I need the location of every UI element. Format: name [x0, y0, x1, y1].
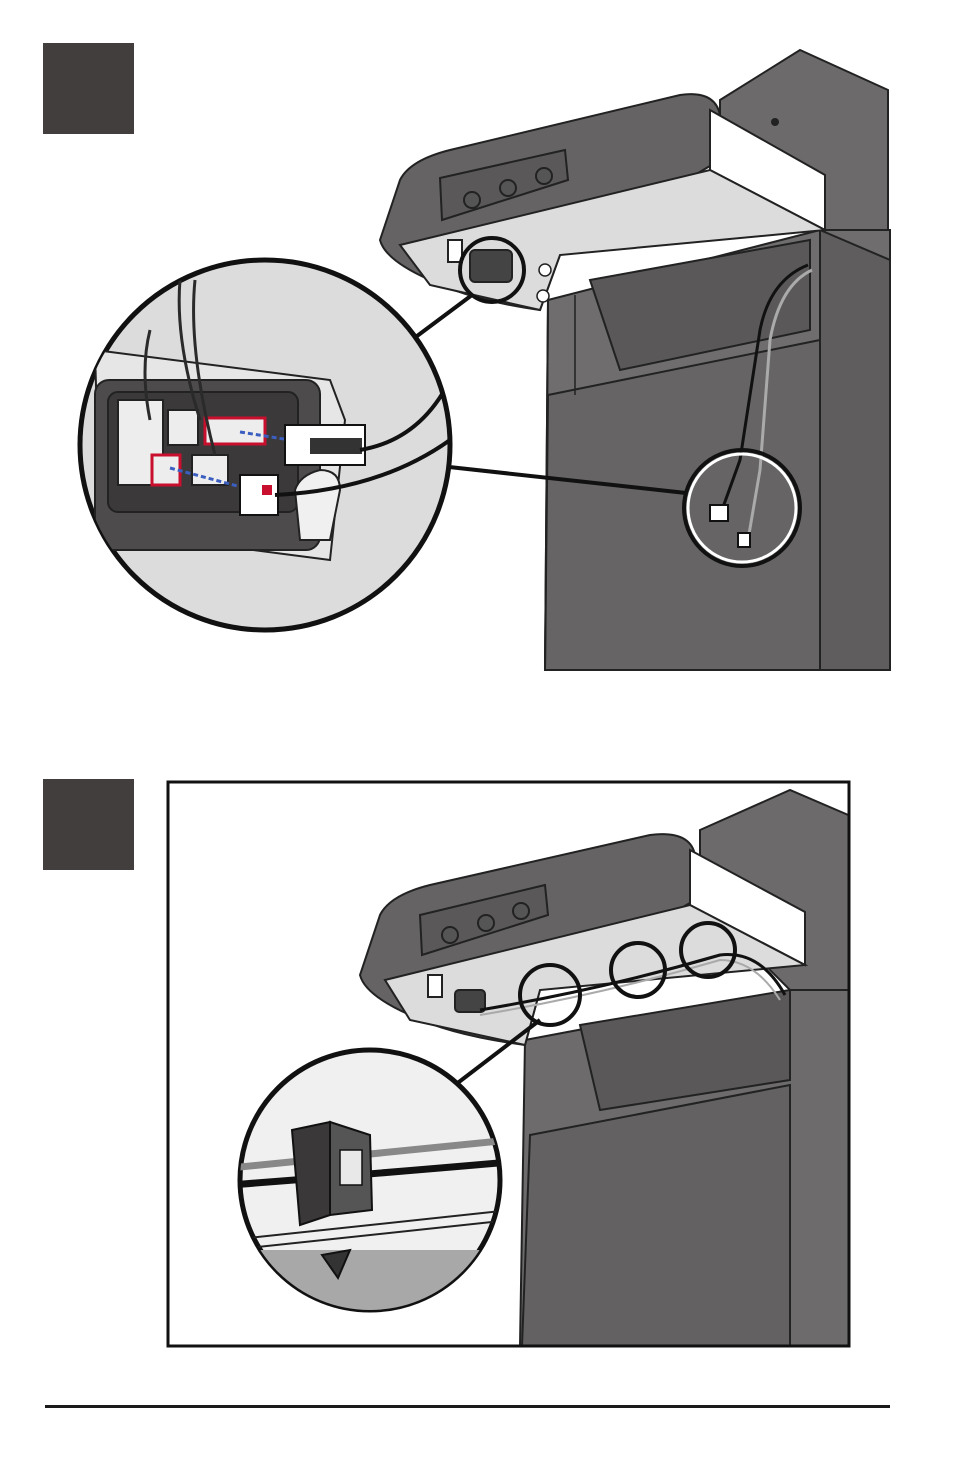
step-2-frame	[166, 780, 851, 1348]
control-panel	[378, 93, 829, 312]
step-1-illustration	[77, 48, 891, 671]
step-1-badge	[43, 43, 134, 134]
connector-detail-callout	[77, 257, 453, 633]
hanging-wires	[709, 263, 813, 548]
footer-rule	[45, 1405, 890, 1408]
step-2-badge	[43, 779, 134, 870]
wire-callout-circle	[682, 448, 802, 568]
clip-circle-3	[679, 921, 737, 979]
clip-detail-callout	[237, 1047, 503, 1313]
grill-cabinet	[543, 228, 891, 671]
clip-circle-1	[518, 963, 582, 1027]
clip-circle-2	[609, 941, 667, 999]
